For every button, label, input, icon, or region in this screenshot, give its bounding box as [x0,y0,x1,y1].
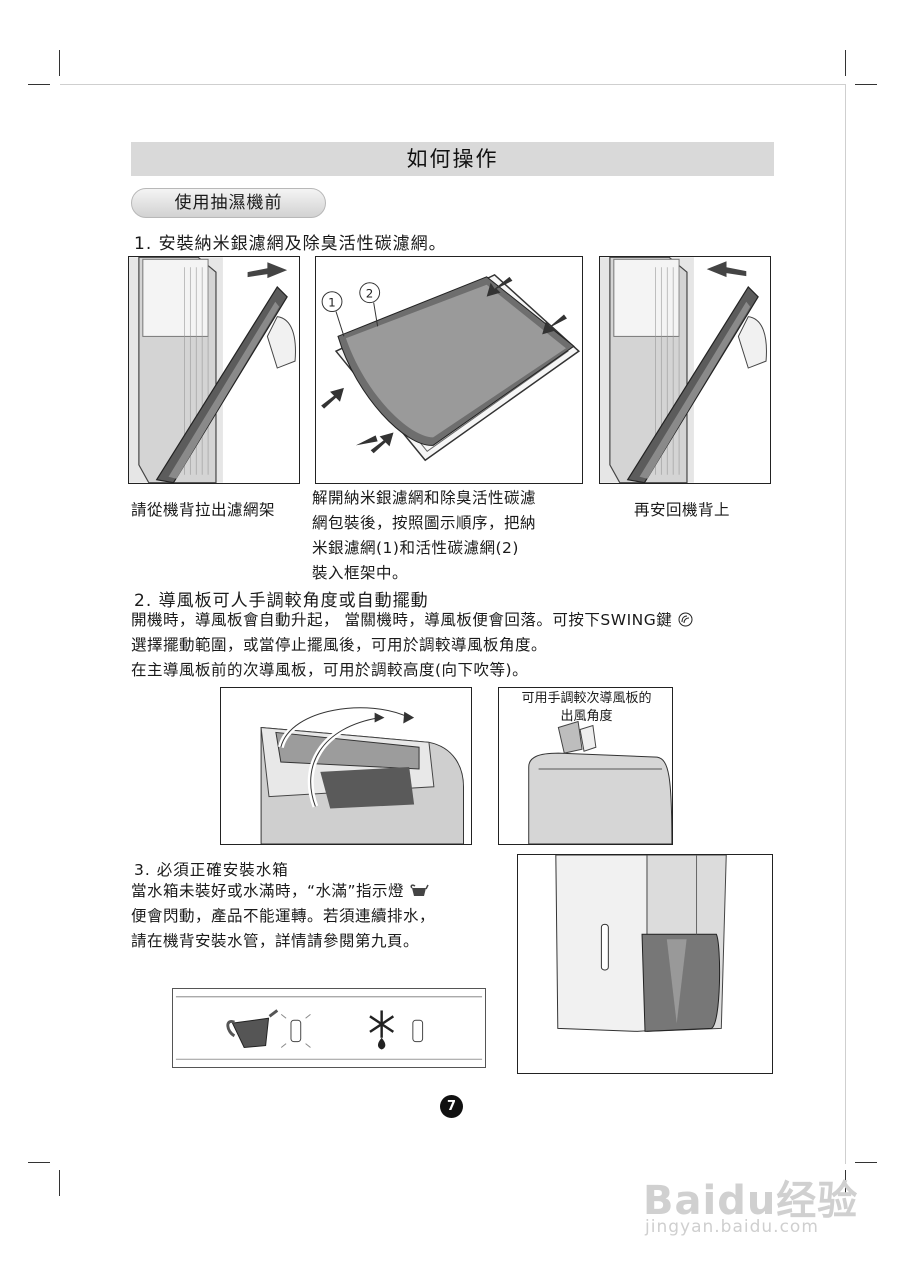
figure-louver-swing [220,687,472,845]
page-title: 如何操作 [406,147,499,171]
callout-2: 2 [366,287,374,301]
figure-secondary-louver: 可用手調較次導風板的 出風角度 [498,687,673,845]
caption-pull-filter: 請從機背拉出濾網架 [131,501,276,519]
water-full-icon [226,1009,279,1049]
step3-paragraph: 當水箱未裝好或水滿時，“水滿”指示燈 便會閃動，產品不能運轉。若須連續排水， 請… [131,879,435,954]
step2-paragraph: 開機時，導風板會自動升起， 當關機時，導風板便會回落。可按下SWING鍵 選擇擺… [131,608,693,683]
caption-line: 可用手調較次導風板的 [521,691,652,706]
page-title-bar: 如何操作 [131,142,774,176]
page-edge [60,84,845,85]
crop-mark [28,84,50,85]
defrost-icon [369,1010,395,1050]
arrow-icon [321,387,344,409]
figure-water-tank [517,854,773,1074]
caption-line: 裝入框架中。 [312,564,409,582]
paragraph-line: 請在機背安裝水管，詳情請參閱第九頁。 [131,932,420,950]
figure-reinstall-filter [599,256,771,484]
louver-caption: 可用手調較次導風板的 出風角度 [499,690,672,726]
arrow-icon [706,261,747,278]
page-edge [845,84,846,1164]
caption-line: 米銀濾網(1)和活性碳濾網(2) [312,539,519,557]
caption-line: 解開納米銀濾網和除臭活性碳濾 [312,489,537,507]
arrow-icon [542,314,567,335]
figure-control-panel [172,988,486,1068]
crop-mark [855,84,877,85]
arrow-icon [486,276,513,297]
crop-mark [855,1162,877,1163]
swing-icon [678,612,693,627]
water-full-icon [409,884,429,896]
page-number: 7 [440,1095,463,1118]
figure-filter-assembly: 1 2 [315,256,583,484]
step3-heading: 3. 必須正確安裝水箱 [134,861,289,879]
paragraph-line: 選擇擺動範圍，或當停止擺風後，可用於調較導風板角度。 [131,636,548,654]
paragraph-line: 當水箱未裝好或水滿時，“水滿”指示燈 [131,879,435,904]
crop-mark [59,1170,60,1196]
arrow-icon [247,262,288,279]
step1-heading: 1. 安裝納米銀濾網及除臭活性碳濾網。 [134,234,447,254]
watermark-url: jingyan.baidu.com [645,1217,819,1237]
section-pill: 使用抽濕機前 [131,188,326,218]
crop-mark [28,1162,50,1163]
arrow-icon [370,432,394,454]
paragraph-line: 在主導風板前的次導風板，可用於調較高度(向下吹等)。 [131,661,529,679]
step2-heading: 2. 導風板可人手調較角度或自動擺動 [134,591,429,611]
crop-mark [845,50,846,76]
caption-line: 網包裝後，按照圖示順序，把納 [312,514,537,532]
crop-mark [59,50,60,76]
caption-assemble-filter: 解開納米銀濾網和除臭活性碳濾 網包裝後，按照圖示順序，把納 米銀濾網(1)和活性… [312,486,592,586]
caption-line: 出風角度 [560,709,613,724]
paragraph-line: 便會閃動，產品不能運轉。若須連續排水， [131,907,436,925]
caption-reinstall-filter: 再安回機背上 [634,501,731,519]
crop-mark [845,1170,846,1196]
watermark-logo: Baidu经验 [643,1178,859,1224]
section-pill-label: 使用抽濕機前 [174,193,283,213]
paragraph-line: 開機時，導風板會自動升起， 當關機時，導風板便會回落。可按下SWING鍵 [131,608,693,633]
figure-pull-filter [128,256,300,484]
callout-1: 1 [328,296,336,310]
